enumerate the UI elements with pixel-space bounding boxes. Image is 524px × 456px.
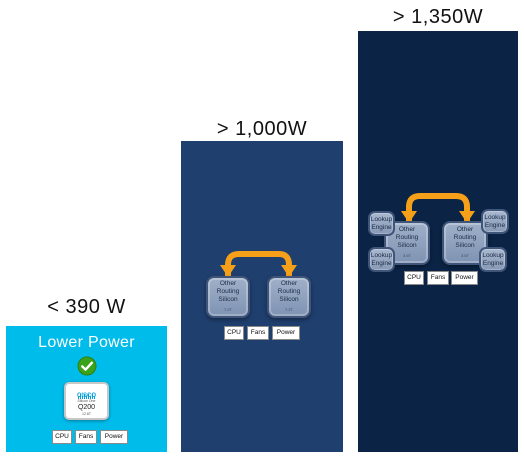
cpu-tag: CPU [404,271,424,285]
chip-capacity: 7.2T [223,307,232,312]
chip-label: Other Routing Silicon [453,226,477,249]
power-tag: Power [100,430,128,444]
fans-tag: Fans [75,430,97,444]
lower-power-panel: Lower Power cisco Silicon One Q200 12.8T… [6,326,167,452]
lookup-engine-bottom-right: Lookup Engine [479,247,507,272]
routing-silicon-chip-2: Other Routing Silicon 7.2T [267,276,311,318]
chip-detail: 12.8T [82,412,91,416]
lookup-engine-top-left: Lookup Engine [368,211,395,236]
cisco-q200-chip: cisco Silicon One Q200 12.8T [64,382,109,420]
chip-subtitle: Silicon One [77,399,96,403]
check-icon [77,356,97,376]
cisco-logo-icon [66,387,107,399]
cisco-brand-text: cisco [76,393,96,399]
power-tag: Power [272,326,300,340]
high-power-panel: Other Routing Silicon 3.6T Other Routing… [358,31,518,452]
lower-power-title: Lower Power [38,334,135,351]
interconnect-arrow-icon [220,251,297,277]
mid-power-panel: Other Routing Silicon 7.2T Other Routing… [181,141,343,452]
chip-label: Other Routing Silicon [277,280,301,303]
chip-label: Other Routing Silicon [395,226,419,249]
fans-tag: Fans [427,271,449,285]
power-label-mid: > 1,000W [216,118,308,140]
cpu-tag: CPU [224,326,244,340]
lookup-engine-bottom-left: Lookup Engine [368,247,395,272]
lookup-engine-top-right: Lookup Engine [481,209,509,234]
fans-tag: Fans [247,326,269,340]
chip-capacity: 3.6T [402,253,411,258]
routing-silicon-chip-1: Other Routing Silicon 7.2T [206,276,250,318]
interconnect-arrow-icon [401,193,475,224]
chip-capacity: 3.6T [460,253,469,258]
power-tag: Power [451,271,478,285]
chip-model: Q200 [77,404,96,411]
cpu-tag: CPU [52,430,72,444]
chip-label: Other Routing Silicon [216,280,240,303]
power-label-high: > 1,350W [392,6,484,28]
power-label-lower: < 390 W [47,296,126,318]
chip-capacity: 7.2T [284,307,293,312]
